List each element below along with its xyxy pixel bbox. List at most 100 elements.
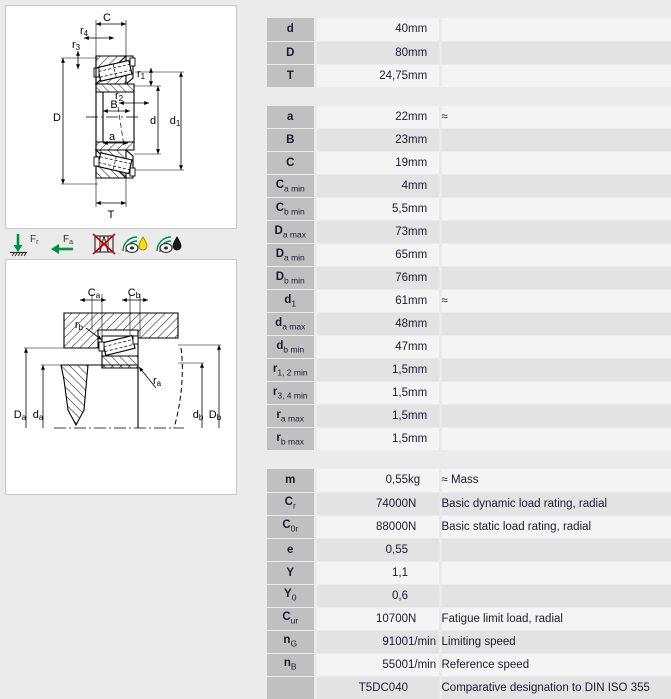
spec-unit xyxy=(408,676,440,699)
spec-symbol: m xyxy=(267,469,317,493)
spec-symbol: db min xyxy=(267,335,317,359)
spec-value: 61 xyxy=(315,289,408,313)
spec-note xyxy=(438,584,671,608)
bearing-cross-section-panel: C r4 r3 r1 r2 B a xyxy=(5,5,237,229)
label-Db: Db xyxy=(209,409,222,422)
spec-unit: mm xyxy=(408,381,440,405)
spec-unit: 1/min xyxy=(408,653,440,677)
table-gap-1 xyxy=(267,88,671,106)
spec-unit: 1/min xyxy=(408,630,440,654)
spec-unit: mm xyxy=(408,174,440,198)
label-Da: Da xyxy=(14,409,27,422)
spec-value: 5,5 xyxy=(315,197,408,221)
spec-value: 5500 xyxy=(315,653,408,677)
spec-note xyxy=(438,128,671,152)
spec-value: 1,5 xyxy=(315,404,408,428)
spec-note xyxy=(438,312,671,336)
oil-lubrication-icon xyxy=(156,236,182,254)
spec-note xyxy=(438,381,671,405)
spec-note: ≈ xyxy=(438,289,671,313)
label-r1: r1 xyxy=(137,68,146,81)
spec-symbol: nG xyxy=(267,630,317,654)
spec-note xyxy=(438,404,671,428)
spec-unit: mm xyxy=(408,358,440,382)
spec-unit: mm xyxy=(408,427,440,451)
spec-symbol: d1 xyxy=(267,289,317,313)
spec-note: ≈ Mass xyxy=(438,469,671,493)
spec-value: 1,1 xyxy=(315,561,408,585)
spec-value: 10700 xyxy=(315,607,408,631)
spec-value: 1,5 xyxy=(315,358,408,382)
spec-unit: mm xyxy=(408,404,440,428)
spec-note xyxy=(438,266,671,290)
spec-note: Fatigue limit load, radial xyxy=(438,607,671,631)
spec-value: 88000 xyxy=(315,515,408,539)
table-gap-top xyxy=(267,0,671,18)
spec-value: 19 xyxy=(315,151,408,175)
spec-value: 0,6 xyxy=(315,584,408,608)
spec-unit: mm xyxy=(408,335,440,359)
spec-symbol: r1, 2 min xyxy=(267,358,317,382)
not-self-retaining-icon xyxy=(92,233,116,255)
spec-unit: mm xyxy=(408,64,440,88)
spec-value: 74000 xyxy=(315,492,408,516)
spec-symbol xyxy=(267,676,317,699)
label-C: C xyxy=(103,12,111,24)
label-a: a xyxy=(109,131,116,143)
spec-value: 1,5 xyxy=(315,381,408,405)
spec-value: 48 xyxy=(315,312,408,336)
spec-note xyxy=(438,538,671,562)
spec-unit: mm xyxy=(408,220,440,244)
spec-note xyxy=(438,358,671,382)
spec-note xyxy=(438,427,671,451)
label-ra: ra xyxy=(153,375,162,388)
spec-symbol: T xyxy=(267,64,317,88)
spec-unit xyxy=(408,584,440,608)
spec-note: Basic static load rating, radial xyxy=(438,515,671,539)
axial-load-icon: Fa xyxy=(51,234,73,254)
spec-symbol: da max xyxy=(267,312,317,336)
spec-symbol: C0r xyxy=(267,515,317,539)
spec-unit: mm xyxy=(408,41,440,65)
spec-value: 9100 xyxy=(315,630,408,654)
label-B: B xyxy=(110,99,117,111)
spec-note xyxy=(438,18,671,42)
spec-note xyxy=(438,64,671,88)
spec-unit: N xyxy=(408,492,440,516)
spec-value: 65 xyxy=(315,243,408,267)
spec-value: 80 xyxy=(315,41,408,65)
spec-value: 24,75 xyxy=(315,64,408,88)
label-r4: r4 xyxy=(80,25,89,38)
spec-unit: mm xyxy=(408,128,440,152)
spec-symbol: Cur xyxy=(267,607,317,631)
spec-unit: mm xyxy=(408,243,440,267)
table-gap-2 xyxy=(267,451,671,469)
spec-note xyxy=(438,220,671,244)
spec-symbol: Ca min xyxy=(267,174,317,198)
grease-lubrication-icon xyxy=(122,236,148,254)
